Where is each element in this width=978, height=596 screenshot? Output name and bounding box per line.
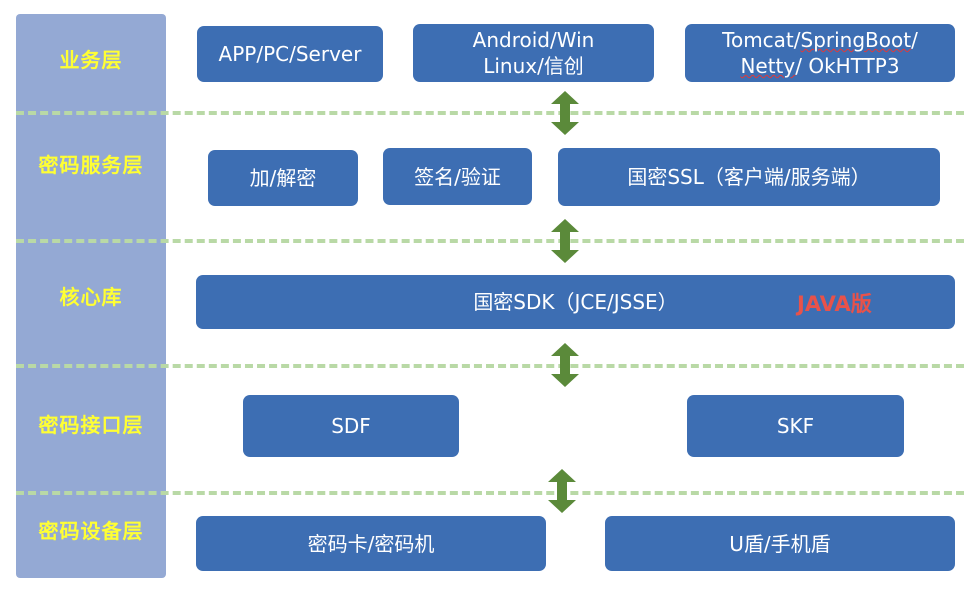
text-springboot: SpringBoot bbox=[800, 28, 912, 52]
box-label: 签名/验证 bbox=[414, 164, 501, 189]
layer-label-core-library: 核心库 bbox=[59, 285, 123, 309]
box-sign-verify: 签名/验证 bbox=[383, 148, 532, 205]
box-skf: SKF bbox=[687, 395, 904, 457]
double-arrow-icon bbox=[551, 343, 579, 387]
box-label: U盾/手机盾 bbox=[729, 531, 831, 556]
double-arrow-icon bbox=[551, 91, 579, 135]
box-crypto-card: 密码卡/密码机 bbox=[196, 516, 546, 571]
text-okhttp: / OkHTTP3 bbox=[795, 54, 900, 78]
box-label-line2: Netty/ OkHTTP3 bbox=[740, 53, 899, 79]
text-slash: / bbox=[911, 28, 918, 52]
box-label-line1: Android/Win bbox=[472, 28, 595, 52]
text-netty: Netty bbox=[740, 54, 796, 78]
layer-label-crypto-service: 密码服务层 bbox=[38, 153, 144, 177]
box-sdf: SDF bbox=[243, 395, 459, 457]
box-label: SDF bbox=[331, 414, 371, 438]
java-edition-label: JAVA版 bbox=[797, 292, 872, 316]
layer-divider bbox=[16, 364, 964, 368]
layer-divider bbox=[16, 239, 964, 243]
layer-label-business: 业务层 bbox=[59, 48, 123, 72]
double-arrow-icon bbox=[551, 219, 579, 263]
layer-sidebar bbox=[16, 14, 166, 578]
text-tomcat: Tomcat/ bbox=[722, 28, 801, 52]
box-label: 密码卡/密码机 bbox=[307, 531, 435, 556]
box-ukey: U盾/手机盾 bbox=[605, 516, 955, 571]
box-app-pc-server: APP/PC/Server bbox=[197, 26, 383, 82]
layer-label-crypto-device: 密码设备层 bbox=[38, 519, 144, 543]
box-label: 国密SDK（JCE/JSSE） bbox=[473, 290, 678, 314]
box-guomi-ssl: 国密SSL（客户端/服务端） bbox=[558, 148, 940, 206]
box-frameworks: Tomcat/SpringBoot/ Netty/ OkHTTP3 bbox=[685, 24, 955, 82]
box-label-line1: Tomcat/SpringBoot/ bbox=[722, 27, 918, 53]
box-label: APP/PC/Server bbox=[218, 42, 362, 66]
box-label: SKF bbox=[776, 414, 815, 438]
box-encrypt-decrypt: 加/解密 bbox=[208, 150, 358, 206]
box-label: 加/解密 bbox=[249, 166, 317, 190]
box-label: 国密SSL（客户端/服务端） bbox=[627, 165, 871, 189]
box-platforms: Android/Win Linux/信创 bbox=[413, 24, 654, 82]
box-label-line2: Linux/信创 bbox=[483, 54, 584, 78]
layer-divider bbox=[16, 491, 964, 495]
layer-divider bbox=[16, 111, 964, 115]
box-guomi-sdk: 国密SDK（JCE/JSSE） bbox=[196, 275, 955, 329]
double-arrow-icon bbox=[548, 469, 576, 513]
layer-label-crypto-interface: 密码接口层 bbox=[38, 413, 144, 437]
